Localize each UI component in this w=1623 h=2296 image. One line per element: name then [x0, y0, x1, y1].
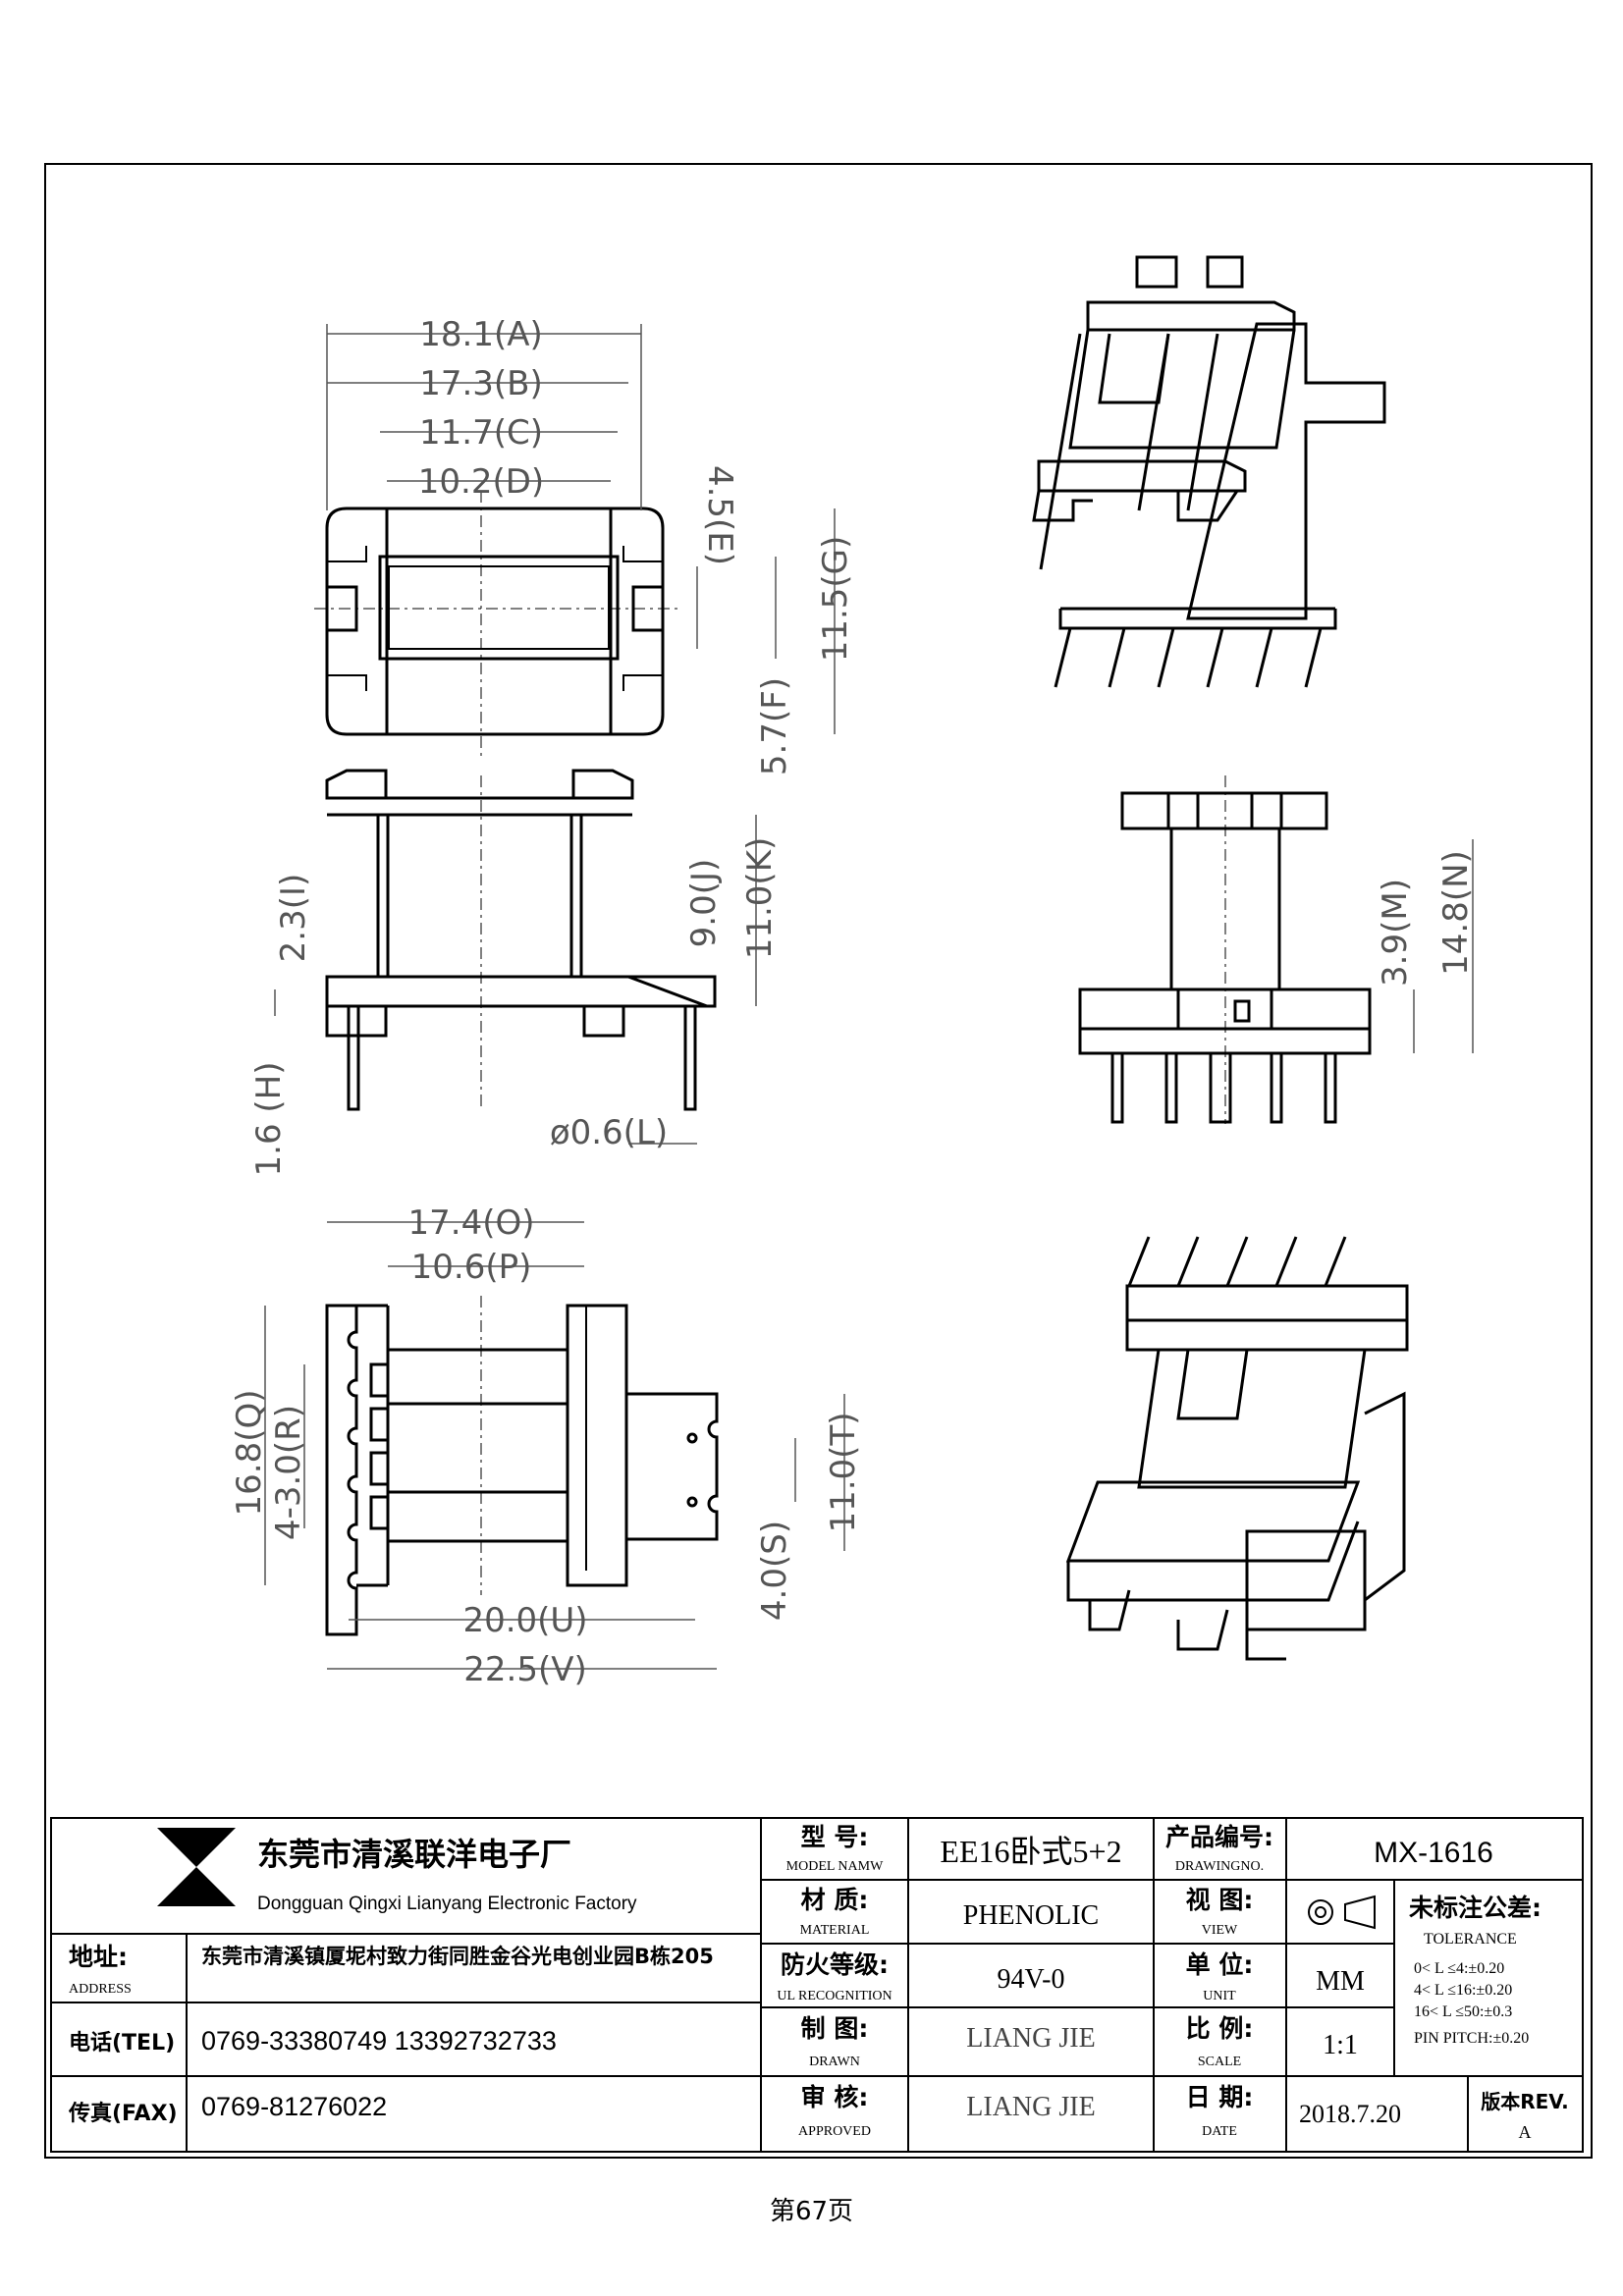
revision-label: 版本REV.: [1481, 2090, 1569, 2113]
tolerance-label-en: TOLERANCE: [1424, 1931, 1517, 1948]
dim-o: 17.4(O): [408, 1203, 535, 1243]
revision-value: A: [1519, 2122, 1532, 2142]
dim-q: 16.8(Q): [230, 1390, 269, 1517]
tolerance-2: 4< L ≤16:±0.20: [1414, 1982, 1512, 1999]
approved-value: LIANG JIE: [966, 2092, 1095, 2122]
ul-label-en: UL RECOGNITION: [777, 1989, 892, 2003]
side-view: [1078, 775, 1372, 1124]
dim-h: 1.6 (H): [249, 1062, 289, 1177]
dim-u: 20.0(U): [462, 1601, 587, 1640]
view-label-en: VIEW: [1202, 1923, 1238, 1938]
dim-d: 10.2(D): [418, 462, 544, 502]
drawingno-label: 产品编号:: [1165, 1823, 1273, 1851]
date-label-en: DATE: [1202, 2124, 1237, 2139]
material-label: 材 质:: [801, 1886, 869, 1914]
isometric-view-top: [1032, 255, 1386, 688]
tolerance-3: 16< L ≤50:±0.3: [1414, 2003, 1512, 2020]
dim-m: 3.9(M): [1376, 879, 1415, 987]
dim-v: 22.5(V): [463, 1650, 587, 1689]
unit-label-en: UNIT: [1203, 1989, 1236, 2003]
tolerance-1: 0< L ≤4:±0.20: [1414, 1960, 1504, 1977]
dimension-labels: 18.1(A) 17.3(B) 11.7(C) 10.2(D) 4.5(E) 5…: [230, 315, 1476, 1689]
address-label: 地址:: [69, 1943, 128, 1971]
tolerance-label: 未标注公差:: [1409, 1894, 1542, 1922]
company-name-en: Dongguan Qingxi Lianyang Electronic Fact…: [257, 1894, 637, 1914]
ul-label: 防火等级:: [781, 1950, 889, 1979]
page-number: 第67页: [769, 2197, 854, 2226]
material-value: PHENOLIC: [963, 1900, 1099, 1931]
date-value: 2018.7.20: [1299, 2100, 1401, 2128]
dim-s: 4.0(S): [755, 1521, 794, 1621]
dim-i: 2.3(I): [274, 874, 313, 963]
ul-value: 94V-0: [998, 1964, 1065, 1995]
drawingno-value: MX-1616: [1374, 1837, 1493, 1869]
top-view: [314, 491, 677, 756]
unit-label: 单 位:: [1186, 1950, 1254, 1979]
drawn-value: LIANG JIE: [966, 2023, 1095, 2054]
dim-g: 11.5(G): [816, 536, 855, 663]
scale-value: 1:1: [1323, 2030, 1358, 2060]
tolerance-4: PIN PITCH:±0.20: [1414, 2030, 1529, 2047]
projection-symbol-icon: [1308, 1895, 1376, 1930]
bottom-view: [325, 1296, 719, 1636]
dim-l: ø0.6(L): [550, 1113, 668, 1152]
company-logo: [157, 1828, 236, 1906]
dim-t: 11.0(T): [824, 1412, 863, 1532]
dimension-lines: [264, 324, 1474, 1670]
approved-label: 审 核:: [801, 2083, 869, 2111]
drawingno-label-en: DRAWINGNO.: [1175, 1859, 1264, 1874]
dim-c: 11.7(C): [419, 413, 543, 453]
drawn-label-en: DRAWN: [809, 2055, 860, 2069]
scale-label-en: SCALE: [1198, 2055, 1241, 2069]
scale-label: 比 例:: [1186, 2014, 1254, 2043]
model-label-en: MODEL NAMW: [786, 1859, 884, 1874]
isometric-view-bottom: [1065, 1236, 1409, 1661]
dim-p: 10.6(P): [411, 1248, 532, 1287]
model-label: 型 号:: [801, 1823, 869, 1851]
tel-label: 电话(TEL): [69, 2031, 175, 2056]
address-label-en: ADDRESS: [69, 1982, 132, 1997]
tel-value: 0769-33380749 13392732733: [201, 2026, 557, 2056]
fax-value: 0769-81276022: [201, 2092, 387, 2121]
dim-e: 4.5(E): [700, 465, 739, 565]
dim-f: 5.7(F): [755, 677, 794, 775]
view-label: 视 图:: [1186, 1886, 1254, 1914]
approved-label-en: APPROVED: [798, 2124, 871, 2139]
date-label: 日 期:: [1186, 2083, 1254, 2111]
title-block: 东莞市清溪联洋电子厂 Dongguan Qingxi Lianyang Elec…: [50, 1817, 1584, 2153]
fax-label: 传真(FAX): [68, 2101, 178, 2126]
dim-k: 11.0(K): [740, 837, 780, 960]
unit-value: MM: [1316, 1966, 1365, 1997]
model-value: EE16卧式5+2: [940, 1834, 1121, 1869]
drawn-label: 制 图:: [801, 2014, 869, 2043]
drawing-frame: [44, 163, 1593, 2159]
dim-r: 4-3.0(R): [269, 1405, 308, 1540]
material-label-en: MATERIAL: [800, 1923, 870, 1938]
address-value: 东莞市清溪镇厦坭村致力街同胜金谷光电创业园B栋205: [201, 1945, 714, 1968]
dim-b: 17.3(B): [419, 364, 543, 403]
dim-a: 18.1(A): [419, 315, 543, 354]
dim-n: 14.8(N): [1436, 850, 1476, 976]
dim-j: 9.0(J): [684, 859, 724, 948]
company-name-cn: 东莞市清溪联洋电子厂: [257, 1836, 571, 1873]
front-view: [325, 769, 717, 1111]
